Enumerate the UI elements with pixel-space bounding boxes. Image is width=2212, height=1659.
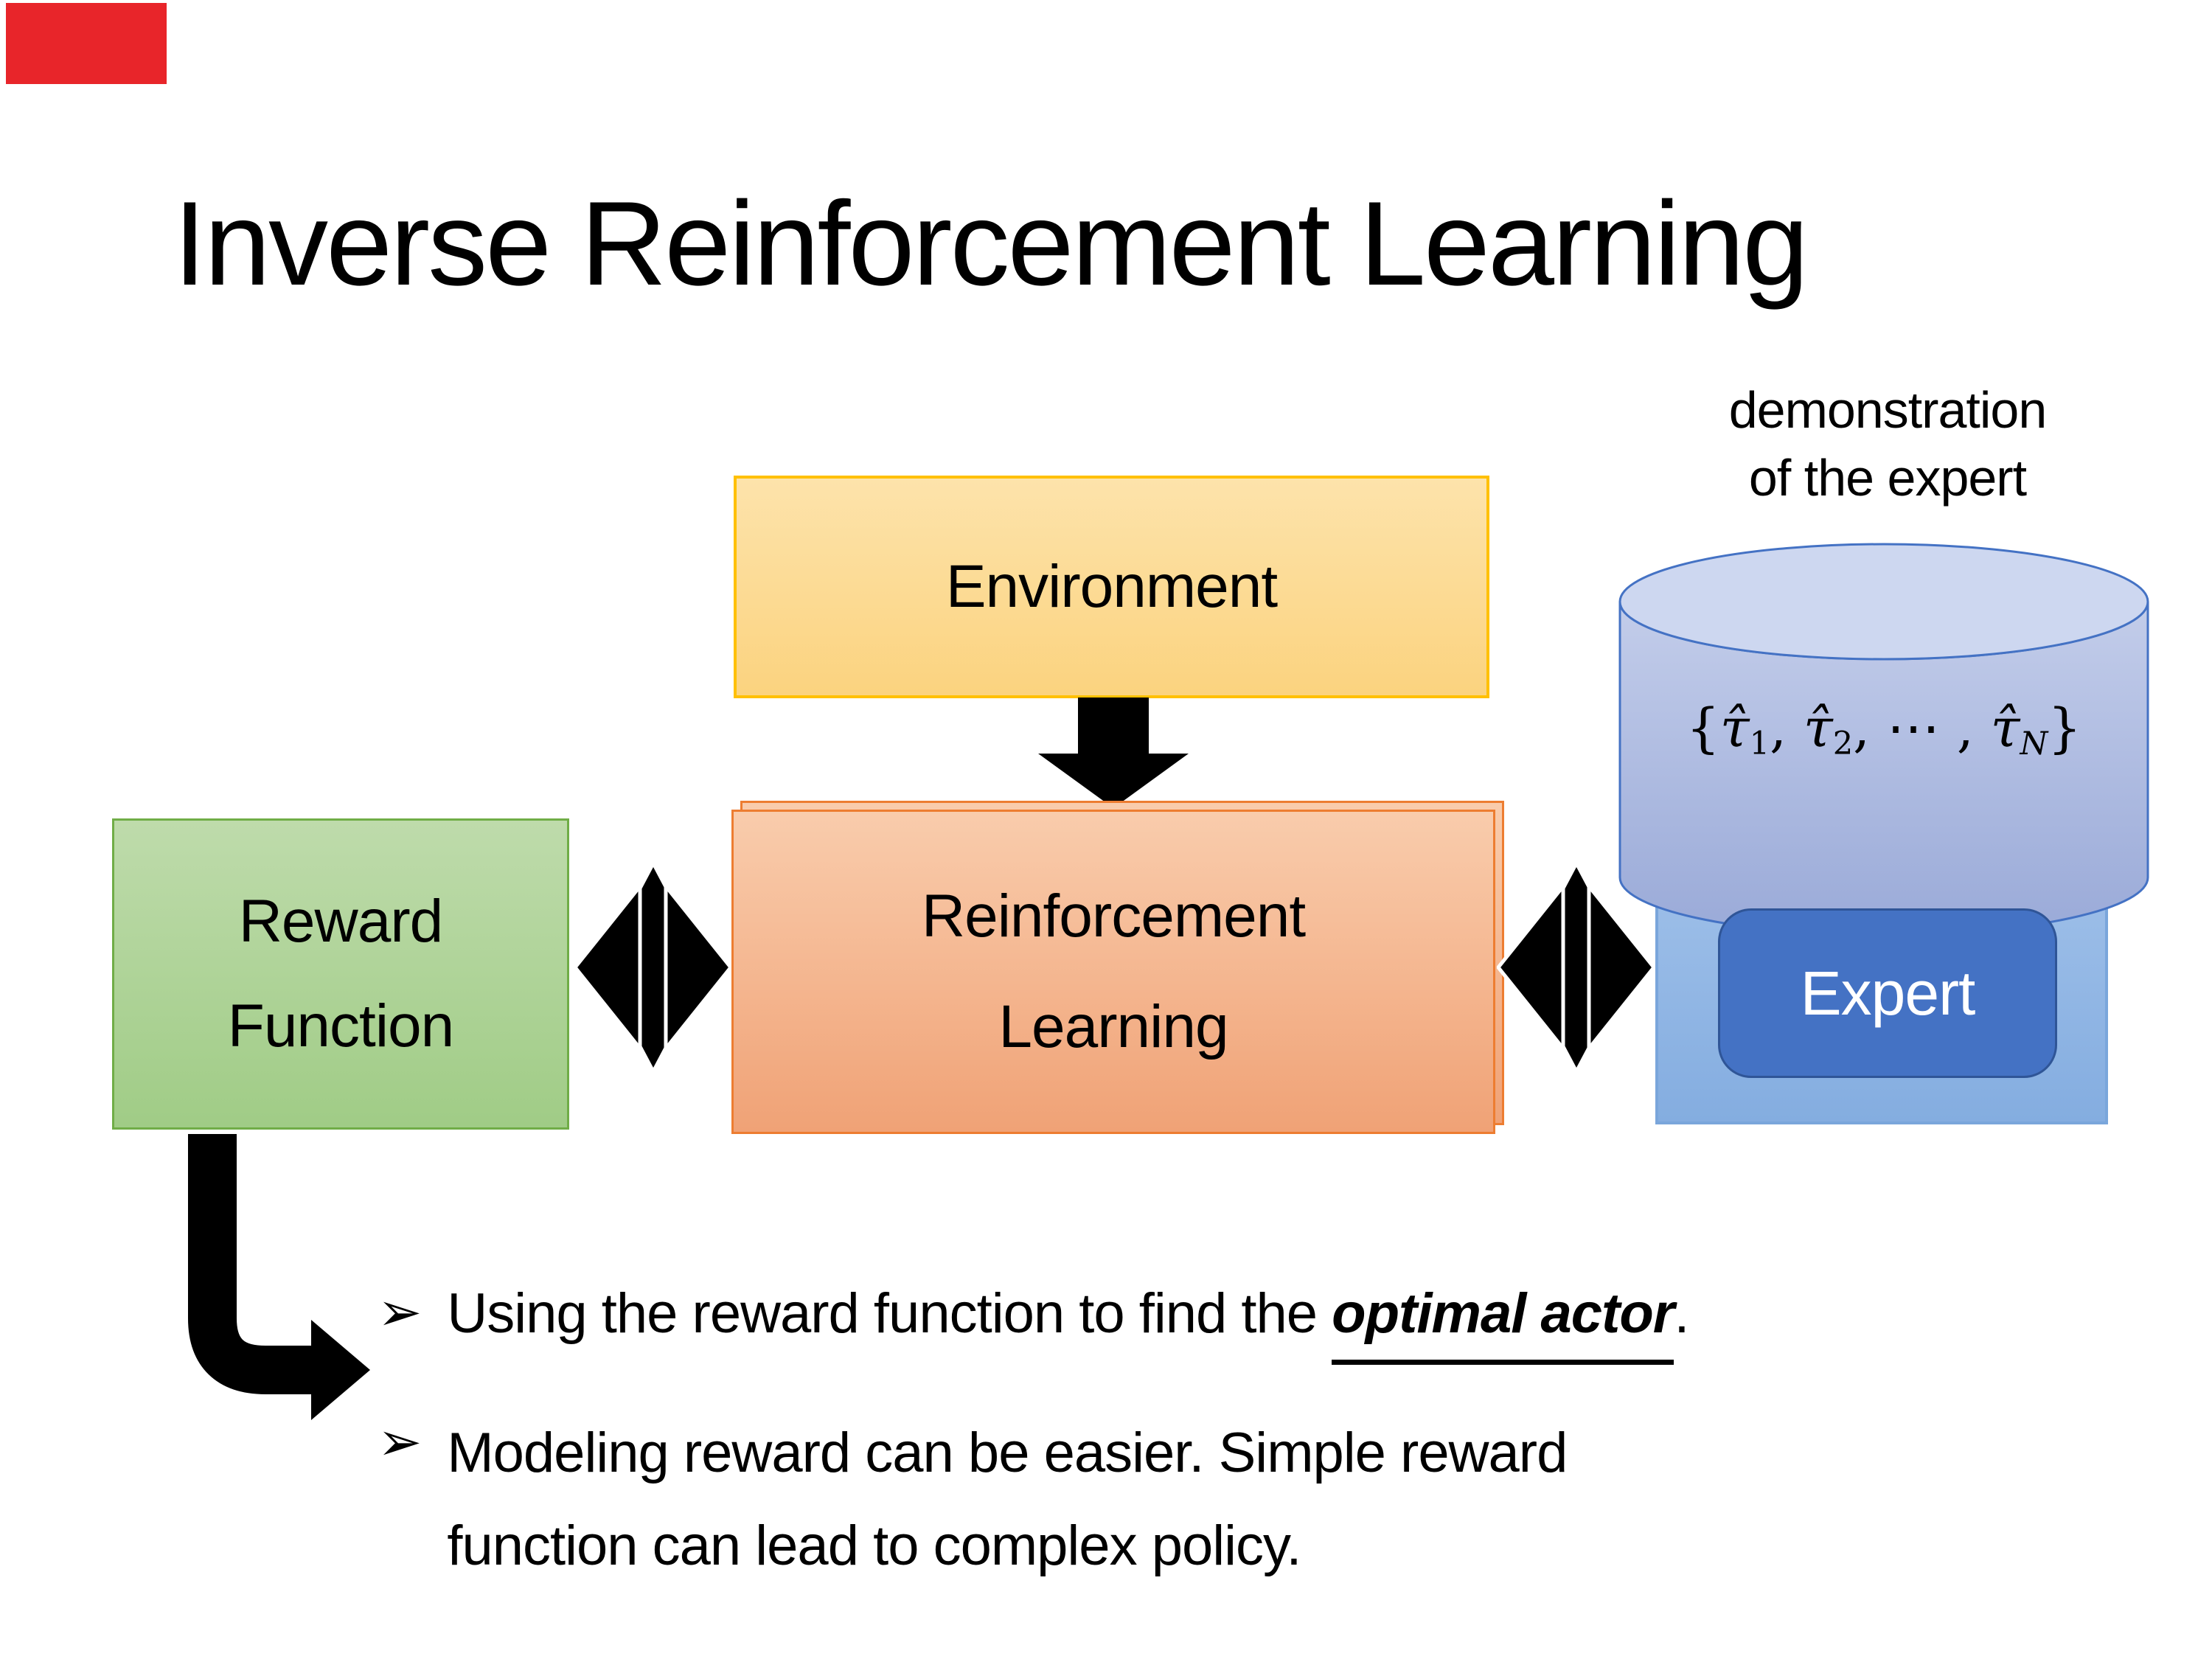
database-cylinder-icon xyxy=(1618,543,2149,936)
expert-label: Expert xyxy=(1800,958,1976,1028)
double-arrow-right-icon xyxy=(1497,867,1655,1068)
formula-close-brace: } xyxy=(2048,697,2082,759)
reward-function-label-line1: Reward xyxy=(238,888,444,955)
bullet1-emphasis-optimal-actor: optimal actor xyxy=(1332,1277,1674,1366)
formula-sub1: 1 xyxy=(1749,725,1770,762)
bullet-marker-icon: ➢ xyxy=(378,1413,422,1472)
double-arrow-left-icon xyxy=(574,867,732,1068)
bullet-marker-icon: ➢ xyxy=(378,1283,422,1342)
reinforcement-learning-box: Reinforcement Learning xyxy=(731,810,1495,1134)
environment-box: Environment xyxy=(734,476,1489,698)
rl-label-line2: Learning xyxy=(998,993,1228,1060)
bullet2-line2: function can lead to complex policy. xyxy=(447,1514,1301,1577)
formula-subN: N xyxy=(2020,725,2048,762)
reward-function-label-line2: Function xyxy=(227,992,455,1060)
formula-ellipsis-sep: , ⋯ , xyxy=(1853,697,1991,759)
bullet-item-2: ➢ Modeling reward can be easier. Simple … xyxy=(378,1407,1568,1593)
formula-sep1: , xyxy=(1770,697,1804,759)
bullet1-suffix: . xyxy=(1674,1282,1689,1345)
bullet1-text: Using the reward function to find the op… xyxy=(447,1277,1689,1366)
environment-label: Environment xyxy=(945,553,1278,620)
red-marker xyxy=(6,3,167,84)
annotation-line-2: of the expert xyxy=(1748,449,2027,507)
annotation-line-1: demonstration xyxy=(1728,381,2048,439)
formula-tau1: τ̂ xyxy=(1719,697,1750,759)
formula-tau2: τ̂ xyxy=(1803,697,1833,759)
bullet2-text: Modeling reward can be easier. Simple re… xyxy=(447,1407,1568,1593)
formula-sub2: 2 xyxy=(1832,725,1854,762)
bent-arrow-icon xyxy=(188,1134,370,1420)
demonstration-annotation: demonstration of the expert xyxy=(1585,376,2190,512)
down-arrow-icon xyxy=(1038,698,1189,808)
formula-open-brace: { xyxy=(1686,697,1720,759)
rl-label-line1: Reinforcement xyxy=(921,883,1306,950)
trajectory-set-formula: {τ̂1, τ̂2, ⋯ , τ̂N} xyxy=(1633,697,2135,762)
bullet-item-1: ➢ Using the reward function to find the … xyxy=(378,1277,1689,1366)
expert-box: Expert xyxy=(1718,908,2057,1078)
reward-function-box: Reward Function xyxy=(112,818,569,1130)
bullet2-line1: Modeling reward can be easier. Simple re… xyxy=(447,1422,1568,1484)
formula-tau3: τ̂ xyxy=(1990,697,2020,759)
bullet1-prefix: Using the reward function to find the xyxy=(447,1282,1332,1345)
page-title: Inverse Reinforcement Learning xyxy=(173,177,1809,310)
